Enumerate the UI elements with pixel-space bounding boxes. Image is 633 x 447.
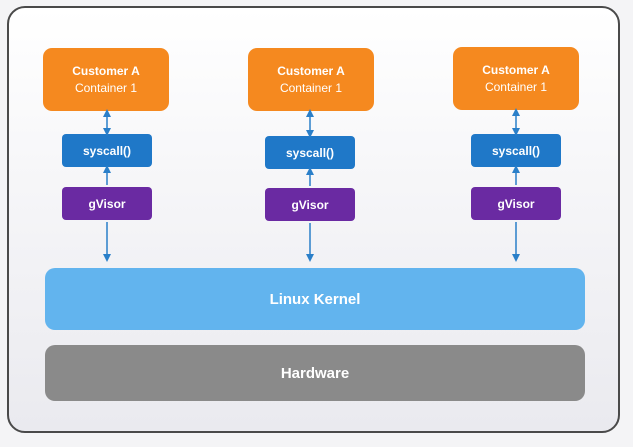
linux-kernel-label: Linux Kernel [269, 290, 361, 308]
container-box-3: Customer A Container 1 [453, 47, 579, 110]
gvisor-label: gVisor [88, 196, 126, 211]
gvisor-label: gVisor [497, 196, 535, 211]
container-subtitle: Container 1 [279, 80, 343, 95]
syscall-label: syscall() [82, 143, 132, 158]
container-subtitle: Container 1 [74, 80, 138, 95]
container-box-2: Customer A Container 1 [248, 48, 374, 111]
container-title: Customer A [277, 63, 345, 78]
gvisor-box-2: gVisor [265, 188, 355, 221]
hardware-box: Hardware [45, 345, 585, 401]
hardware-label: Hardware [280, 364, 350, 382]
gvisor-box-1: gVisor [62, 187, 152, 220]
container-box-1: Customer A Container 1 [43, 48, 169, 111]
syscall-box-1: syscall() [62, 134, 152, 167]
container-subtitle: Container 1 [484, 79, 548, 94]
syscall-box-2: syscall() [265, 136, 355, 169]
syscall-label: syscall() [285, 145, 335, 160]
syscall-box-3: syscall() [471, 134, 561, 167]
syscall-label: syscall() [491, 143, 541, 158]
linux-kernel-box: Linux Kernel [45, 268, 585, 330]
gvisor-label: gVisor [291, 197, 329, 212]
gvisor-box-3: gVisor [471, 187, 561, 220]
container-title: Customer A [482, 62, 550, 77]
container-title: Customer A [72, 63, 140, 78]
